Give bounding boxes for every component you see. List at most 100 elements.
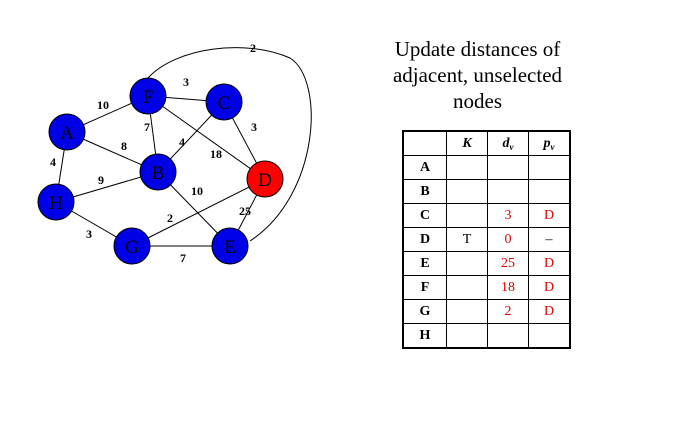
node-circle-g [113, 227, 151, 265]
edge-weight-f-d: 18 [210, 147, 222, 161]
row-node-cell: D [402, 227, 447, 252]
table-row: H [402, 323, 571, 349]
title-line-2: adjacent, unselected [392, 63, 563, 87]
row-known-cell [446, 179, 488, 204]
row-distance-cell: 0 [487, 227, 529, 252]
edge-g-d [131, 178, 266, 247]
title-line-3: nodes [453, 89, 502, 113]
row-node-cell: H [402, 323, 447, 349]
header-previous-label: p [543, 135, 551, 151]
title-line-1: Update distances of [394, 37, 561, 61]
node-label-f: F [143, 87, 154, 108]
edge-weight-a-b: 8 [121, 139, 127, 153]
row-node-cell: C [402, 203, 447, 228]
row-previous-cell: D [528, 251, 571, 276]
node-label-d: D [258, 170, 272, 191]
row-known-cell [446, 251, 488, 276]
node-d: D [246, 160, 284, 198]
node-label-c: C [218, 93, 231, 114]
edge-weight-g-e: 7 [180, 251, 186, 265]
edge-f-d [147, 95, 266, 180]
edge-weight-c-d: 3 [251, 120, 257, 134]
row-known-cell [446, 323, 488, 349]
row-distance-cell [487, 155, 529, 180]
row-node-cell: G [402, 299, 447, 324]
node-circle-h [37, 183, 75, 221]
edge-weight-f-c: 3 [183, 75, 189, 89]
edge-weight-e-d: 25 [239, 204, 251, 218]
edge-weight-g-d: 2 [167, 211, 173, 225]
header-known-label: K [462, 135, 472, 151]
row-known-cell [446, 203, 488, 228]
nodes-layer: A F C B D H G E [37, 77, 284, 265]
row-distance-cell: 3 [487, 203, 529, 228]
node-circle-e [211, 227, 249, 265]
header-distance-subscript: v [509, 141, 514, 152]
header-previous-subscript: v [550, 141, 555, 152]
node-g: G [113, 227, 151, 265]
node-e: E [211, 227, 249, 265]
row-previous-cell [528, 179, 571, 204]
edge-f-e [147, 47, 312, 242]
node-circle-d [246, 160, 284, 198]
row-node-cell: A [402, 155, 447, 180]
edge-weight-b-e: 10 [191, 184, 203, 198]
node-h: H [37, 183, 75, 221]
row-previous-cell: D [528, 299, 571, 324]
edge-weight-h-b: 9 [98, 173, 104, 187]
node-label-a: A [60, 123, 74, 144]
edge-weight-f-b: 7 [144, 120, 150, 134]
row-previous-cell: D [528, 275, 571, 300]
node-circle-f [129, 77, 167, 115]
row-previous-cell: – [528, 227, 571, 252]
table-row: A [402, 155, 571, 180]
node-circle-c [205, 83, 243, 121]
node-b: B [139, 153, 177, 191]
edge-weight-h-g: 3 [86, 227, 92, 241]
node-label-g: G [125, 237, 139, 258]
node-circle-a [48, 113, 86, 151]
row-previous-cell [528, 323, 571, 349]
node-circle-b [139, 153, 177, 191]
row-distance-cell [487, 323, 529, 349]
node-label-h: H [49, 193, 63, 214]
row-node-cell: E [402, 251, 447, 276]
row-distance-cell: 18 [487, 275, 529, 300]
node-label-e: E [224, 237, 236, 258]
table-header-row: K dv pv [402, 130, 571, 156]
row-previous-cell: D [528, 203, 571, 228]
header-blank [402, 130, 447, 156]
row-previous-cell [528, 155, 571, 180]
node-f: F [129, 77, 167, 115]
header-distance: dv [487, 130, 529, 156]
edge-weight-a-f: 10 [97, 98, 109, 112]
graph-diagram: 10 3 2 7 18 8 4 3 4 9 10 2 25 3 7 A F C B D H G E [37, 41, 312, 265]
edge-weights-layer: 10 3 2 7 18 8 4 3 4 9 10 2 25 3 7 [50, 41, 257, 265]
edge-weight-c-b: 4 [179, 135, 185, 149]
node-a: A [48, 113, 86, 151]
header-distance-label: d [502, 135, 510, 151]
table-row: B [402, 179, 571, 204]
row-known-cell [446, 299, 488, 324]
row-distance-cell [487, 179, 529, 204]
row-node-cell: F [402, 275, 447, 300]
slide-title: Update distances of adjacent, unselected… [365, 36, 590, 114]
row-distance-cell: 25 [487, 251, 529, 276]
row-node-cell: B [402, 179, 447, 204]
edge-weight-f-e: 2 [250, 41, 256, 55]
node-label-b: B [152, 163, 165, 184]
row-known-cell: T [446, 227, 488, 252]
row-known-cell [446, 155, 488, 180]
row-distance-cell: 2 [487, 299, 529, 324]
node-c: C [205, 83, 243, 121]
row-known-cell [446, 275, 488, 300]
edge-weight-a-h: 4 [50, 155, 56, 169]
header-previous: pv [528, 130, 571, 156]
